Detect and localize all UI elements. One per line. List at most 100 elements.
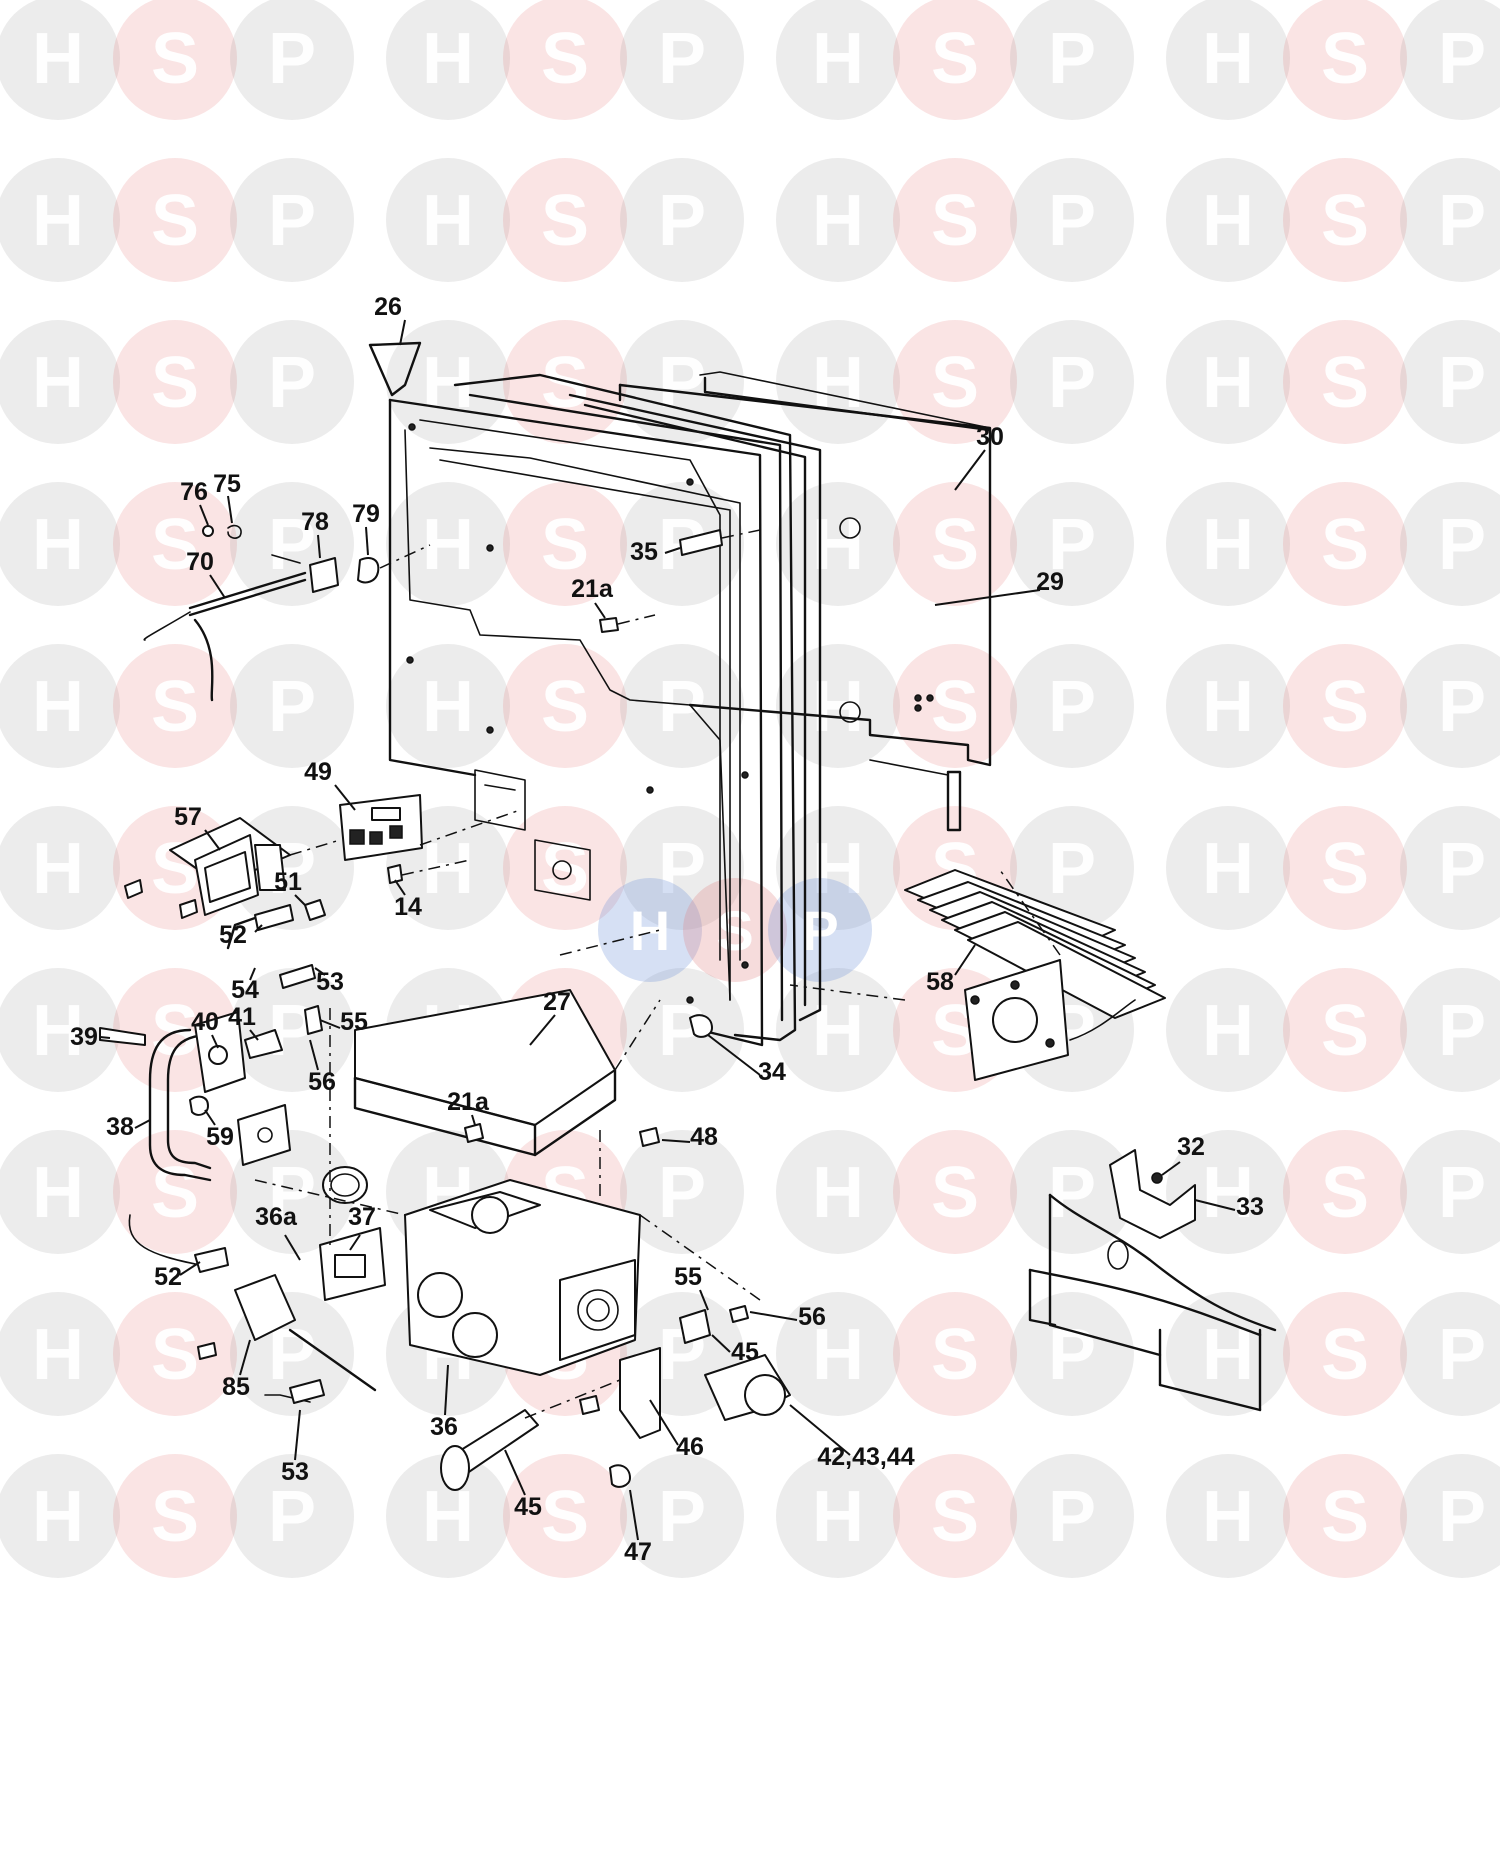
part-callout-c21a_bottom: 21a (447, 1088, 490, 1116)
watermark-circle-s (1283, 1292, 1407, 1416)
part-callout-c55_top: 55 (340, 1008, 368, 1036)
watermark-letter-h: H (1202, 991, 1254, 1071)
bracket-32-33 (1028, 1149, 1277, 1412)
watermark-circle-s (1283, 644, 1407, 768)
leader-line-c41 (249, 1029, 259, 1041)
watermark-circle-h (0, 482, 120, 606)
watermark-circle-h (1166, 158, 1290, 282)
watermark-letter-p: P (1438, 1315, 1486, 1395)
watermark-circle-s (1283, 1130, 1407, 1254)
gas-valve-assembly (128, 1166, 641, 1404)
center-logo-letter: S (716, 899, 753, 962)
part-callout-c45_bottom: 45 (514, 1493, 542, 1521)
watermark-circle-h (0, 968, 120, 1092)
watermark-circle-p (230, 1130, 354, 1254)
watermark-letter-h: H (32, 1153, 84, 1233)
valve-fittings (440, 1305, 791, 1491)
watermark-letter-s: S (931, 343, 979, 423)
part-callout-c34: 34 (758, 1058, 786, 1086)
leader-line-c85 (239, 1339, 251, 1376)
watermark-letter-s: S (151, 1477, 199, 1557)
part-callout-c33: 33 (1236, 1193, 1264, 1221)
leader-line-c42_43_44 (789, 1404, 851, 1456)
part-callout-c32: 32 (1177, 1133, 1205, 1161)
watermark-circle-s (113, 158, 237, 282)
watermark-circle-s (503, 806, 627, 930)
watermark-circle-s (893, 0, 1017, 120)
center-logo-circle (598, 878, 702, 982)
watermark-circle-h (1166, 320, 1290, 444)
leader-line-c21a_bottom (471, 1114, 476, 1126)
part-callout-c85: 85 (222, 1373, 250, 1401)
watermark-letter-p: P (268, 667, 316, 747)
watermark-circle-p (620, 1454, 744, 1578)
watermark-letter-h: H (32, 19, 84, 99)
leader-line-c36 (444, 1364, 449, 1416)
leader-line-c33 (1194, 1199, 1236, 1211)
part-callout-c51: 51 (274, 868, 302, 896)
watermark-letter-s: S (541, 667, 589, 747)
watermark-letter-s: S (931, 181, 979, 261)
watermark-circle-s (113, 1454, 237, 1578)
watermark-letter-s: S (541, 181, 589, 261)
part-callout-c40: 40 (191, 1008, 219, 1036)
watermark-circle-s (1283, 482, 1407, 606)
watermark-circle-p (1400, 320, 1500, 444)
part-callout-c46: 46 (676, 1433, 704, 1461)
watermark-letter-p: P (1048, 19, 1096, 99)
watermark-circle-h (776, 0, 900, 120)
watermark-circle-s (893, 1292, 1017, 1416)
watermark-circle-h (776, 968, 900, 1092)
watermark-circle-s (503, 0, 627, 120)
watermark-letter-h: H (812, 19, 864, 99)
leader-line-c53_top (314, 967, 326, 976)
part-callout-c36: 36 (430, 1413, 458, 1441)
burner-bar-58 (904, 869, 1166, 1081)
watermark-letter-h: H (422, 667, 474, 747)
watermark-circle-s (113, 482, 237, 606)
watermark-circle-h (0, 1292, 120, 1416)
part-callout-c14: 14 (394, 893, 422, 921)
watermark-circle-s (893, 1130, 1017, 1254)
watermark-letter-h: H (32, 343, 84, 423)
boiler-assembly-drawing (99, 341, 1277, 1491)
watermark-letter-h: H (422, 181, 474, 261)
watermark-letter-s: S (931, 505, 979, 585)
watermark-circle-h (1166, 806, 1290, 930)
part-callout-c41: 41 (228, 1003, 256, 1031)
watermark-letter-s: S (541, 1477, 589, 1557)
watermark-circle-p (230, 1454, 354, 1578)
leader-line-c49 (334, 784, 356, 811)
watermark-circle-s (893, 644, 1017, 768)
part-callout-c42_43_44: 42,43,44 (817, 1443, 914, 1471)
leader-line-c27 (529, 1014, 556, 1046)
watermark-letter-p: P (1438, 181, 1486, 261)
watermark-circle-h (0, 644, 120, 768)
watermark-circle-h (386, 644, 510, 768)
watermark-letter-h: H (1202, 1153, 1254, 1233)
watermark-letter-h: H (1202, 1477, 1254, 1557)
watermark-circle-s (893, 482, 1017, 606)
watermark-circle-h (0, 0, 120, 120)
watermark-letter-p: P (1438, 19, 1486, 99)
watermark-circle-h (1166, 1130, 1290, 1254)
watermark-circle-h (776, 1292, 900, 1416)
watermark-circle-h (0, 1454, 120, 1578)
part-callout-c75: 75 (213, 470, 241, 498)
part-callout-c37: 37 (348, 1203, 376, 1231)
part-callout-c56_bottom: 56 (798, 1303, 826, 1331)
guide-lines (254, 839, 1061, 1301)
part-callout-c48: 48 (690, 1123, 718, 1151)
watermark-circle-p (620, 644, 744, 768)
part-callout-c49: 49 (304, 758, 332, 786)
watermark-letter-s: S (151, 181, 199, 261)
watermark-letter-s: S (151, 505, 199, 585)
watermark-circle-p (1010, 482, 1134, 606)
watermark-circle-s (503, 644, 627, 768)
leader-line-c35 (664, 547, 681, 554)
part-callout-c52_bottom: 52 (154, 1263, 182, 1291)
leader-line-c32 (1161, 1161, 1181, 1176)
watermark-letter-h: H (1202, 343, 1254, 423)
watermark-letter-p: P (1438, 1153, 1486, 1233)
watermark-circle-s (503, 482, 627, 606)
